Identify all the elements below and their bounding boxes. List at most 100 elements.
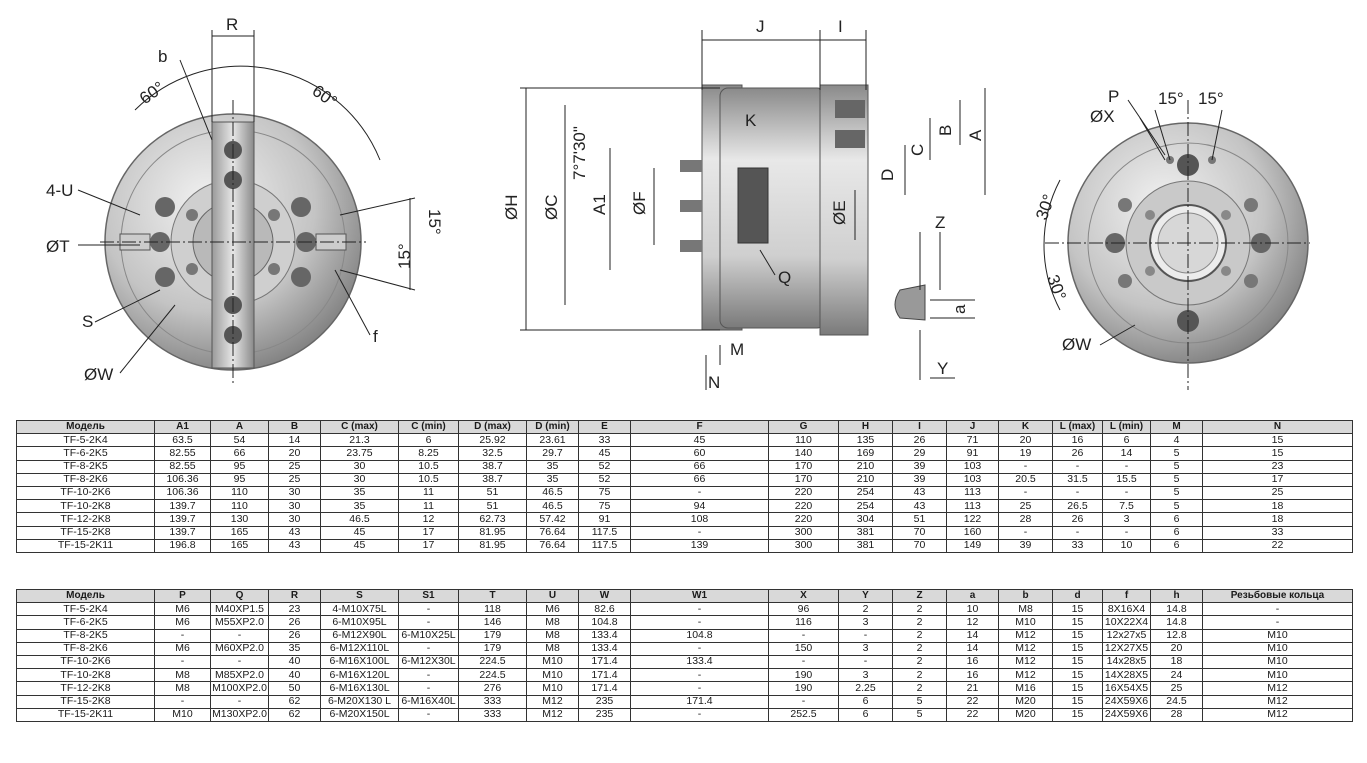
value-cell: 43 [892,499,947,514]
technical-drawings: R b 60° 60° 4-U ØT S ØW f 15° 15° J [46,15,1310,392]
value-cell: 15 [1052,615,1103,630]
model-cell: TF-15-2K8 [16,694,155,709]
column-header: C (min) [398,419,459,435]
value-cell: 18 [1150,654,1203,670]
label-F: ØF [630,191,649,215]
value-cell: 7.5 [1102,499,1151,514]
value-cell: - [1102,525,1151,540]
value-cell: 24X59X6 [1102,694,1151,709]
value-cell: 12x27x5 [1102,628,1151,643]
value-cell: - [630,602,769,617]
value-cell: M10 [1202,654,1353,670]
value-cell: 254 [838,485,893,501]
value-cell: - [398,602,459,617]
column-header: X [768,588,839,604]
value-cell: 110 [210,485,269,501]
value-cell: 10 [946,602,999,617]
value-cell: 20 [268,446,321,461]
column-header: B [268,419,321,435]
value-cell: 32.5 [458,446,527,461]
value-cell: 15 [1202,433,1353,448]
value-cell: 3 [838,668,893,683]
value-cell: - [1052,459,1103,474]
value-cell: M8 [154,668,211,683]
value-cell: - [154,654,211,670]
value-cell: 26.5 [1052,499,1103,514]
value-cell: 51 [892,512,947,527]
value-cell: 22 [946,707,999,722]
value-cell: 17 [398,538,459,553]
value-cell: 171.4 [578,654,631,670]
value-cell: 150 [768,641,839,656]
label-angle-7-7-30: 7°7'30" [570,126,589,180]
value-cell: 135 [838,433,893,448]
value-cell: 3 [838,615,893,630]
value-cell: 2 [838,602,893,617]
value-cell: 40 [268,668,321,683]
value-cell: - [154,628,211,643]
value-cell: M10 [1202,628,1353,643]
value-cell: 14 [946,628,999,643]
value-cell: 45 [320,538,399,553]
value-cell: 190 [768,681,839,696]
value-cell: M85XP2.0 [210,668,269,683]
column-header: d [1052,588,1103,604]
value-cell: - [998,525,1053,540]
model-cell: TF-8-2K5 [16,459,155,474]
value-cell: M20 [998,694,1053,709]
label-Z: Z [935,213,945,232]
value-cell: - [210,628,269,643]
value-cell: - [630,707,769,722]
value-cell: 235 [578,694,631,709]
value-cell: 63.5 [154,433,211,448]
value-cell: 91 [578,512,631,527]
label-30-lower: 30° [1043,272,1070,303]
value-cell: - [630,485,769,501]
value-cell: 10 [1102,538,1151,553]
value-cell: 70 [892,538,947,553]
value-cell: M6 [526,602,579,617]
value-cell: M10 [998,615,1053,630]
column-header: h [1150,588,1203,604]
column-header: S1 [398,588,459,604]
value-cell: 11 [398,485,459,501]
value-cell: 14 [1102,446,1151,461]
value-cell: 2 [892,615,947,630]
model-cell: TF-8-2K6 [16,641,155,656]
label-N: N [708,373,720,392]
label-Y: Y [937,359,948,378]
value-cell: 10.5 [398,459,459,474]
value-cell: 149 [946,538,999,553]
value-cell: 33 [1052,538,1103,553]
value-cell: 22 [946,694,999,709]
value-cell: 190 [768,668,839,683]
value-cell: 108 [630,512,769,527]
column-header: M [1150,419,1203,435]
label-a: a [950,304,969,314]
value-cell: 300 [768,538,839,553]
value-cell: 29.7 [526,446,579,461]
column-header: Y [838,588,893,604]
value-cell: 25 [1202,485,1353,501]
value-cell: - [838,628,893,643]
value-cell: 381 [838,538,893,553]
value-cell: 6-M10X95L [320,615,399,630]
value-cell: 25 [268,459,321,474]
value-cell: 2 [892,641,947,656]
label-angle-60-left: 60° [136,78,168,108]
value-cell: - [398,668,459,683]
value-cell: 70 [892,525,947,540]
value-cell: 46.5 [526,485,579,501]
value-cell: 118 [458,602,527,617]
value-cell: 15 [1052,654,1103,670]
value-cell: 15 [1052,707,1103,722]
value-cell: 46.5 [526,499,579,514]
value-cell: 254 [838,499,893,514]
model-cell: TF-6-2K5 [16,615,155,630]
value-cell: 6-M16X40L [398,694,459,709]
